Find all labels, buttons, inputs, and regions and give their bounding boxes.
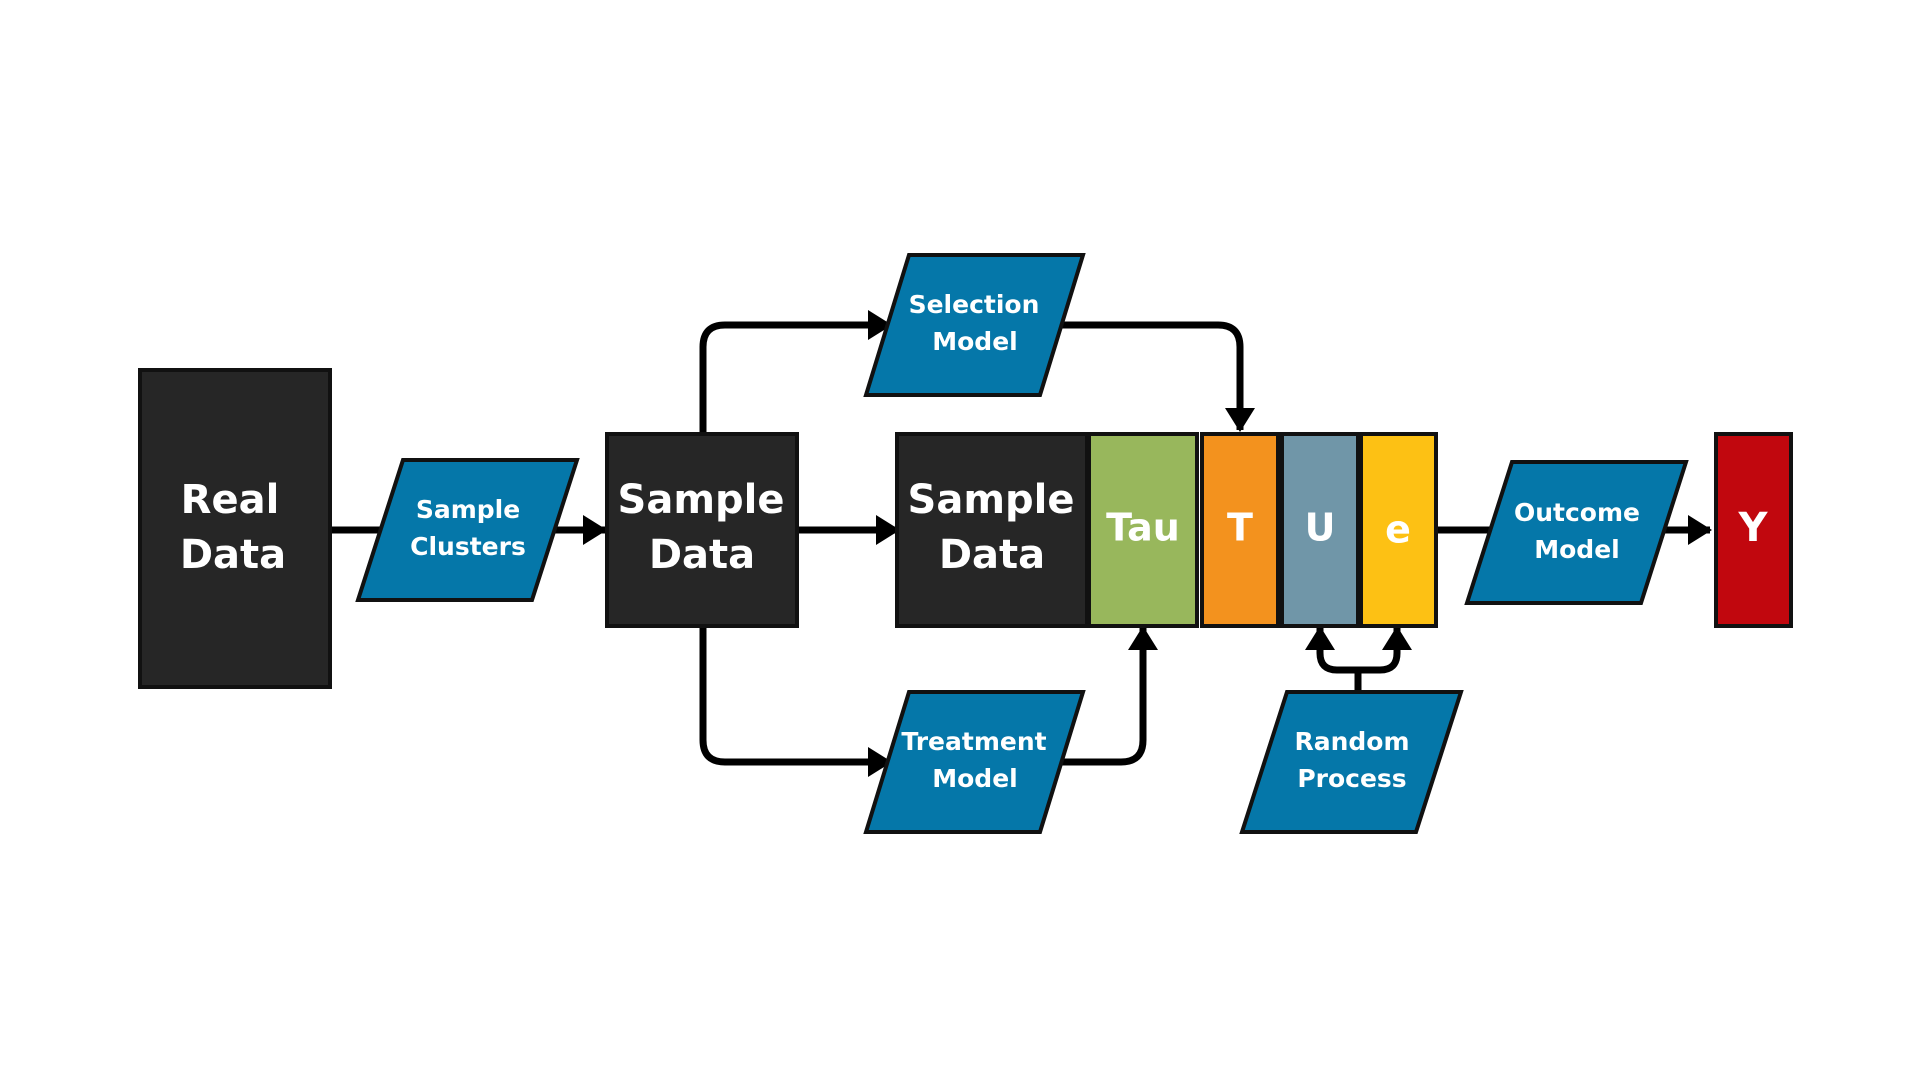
random-process: Random Process: [1239, 690, 1464, 834]
sample-data-2-rect: [895, 432, 1089, 628]
random-process-line1: Random: [1294, 727, 1409, 756]
sample-clusters-line1: Sample: [416, 495, 520, 524]
sample-clusters-process: Sample Clusters: [355, 458, 580, 602]
edge-random-to-u: [1305, 626, 1358, 674]
edge-sample-to-selection: [699, 310, 892, 432]
t-segment: T: [1200, 432, 1280, 628]
outcome-model-process: Outcome Model: [1464, 460, 1689, 605]
y-rect: [1714, 432, 1793, 628]
sample-clusters-line2: Clusters: [410, 532, 526, 561]
edge-selection-to-t: [1055, 321, 1255, 432]
outcome-model-line2: Model: [1534, 535, 1619, 564]
edge-random-to-e: [1358, 626, 1412, 674]
sample-data-1-line1: Sample: [618, 477, 785, 523]
y-box: Y: [1714, 432, 1793, 628]
treatment-model-line2: Model: [932, 764, 1017, 793]
tau-label: Tau: [1106, 506, 1180, 550]
tau-rect: [1087, 432, 1199, 628]
e-label: e: [1385, 508, 1411, 552]
t-label: T: [1227, 506, 1253, 550]
outcome-model-shape: [1464, 460, 1689, 605]
u-rect: [1280, 432, 1360, 628]
sample-data-1-line2: Data: [649, 532, 755, 578]
tau-segment: Tau: [1087, 432, 1199, 628]
treatment-model-shape: [863, 690, 1086, 834]
real-data-rect: [138, 368, 332, 689]
y-label: Y: [1738, 505, 1769, 551]
random-process-line2: Process: [1297, 764, 1406, 793]
edge-treatment-to-tau: [1055, 626, 1158, 766]
real-data-box: Real Data: [138, 368, 332, 689]
selection-model-line1: Selection: [909, 290, 1040, 319]
treatment-model-process: Treatment Model: [863, 690, 1086, 834]
u-segment: U: [1280, 432, 1360, 628]
sample-data-2-line1: Sample: [908, 477, 1075, 523]
sample-data-box-2: Sample Data: [895, 432, 1089, 628]
random-process-shape: [1239, 690, 1464, 834]
selection-model-line2: Model: [932, 327, 1017, 356]
e-segment: e: [1359, 432, 1438, 628]
outcome-model-line1: Outcome: [1514, 498, 1640, 527]
edge-sample-to-treatment: [699, 627, 892, 777]
sample-clusters-shape: [355, 458, 580, 602]
treatment-model-line1: Treatment: [901, 727, 1046, 756]
sample-data-1-rect: [605, 432, 799, 628]
t-rect: [1200, 432, 1280, 628]
e-rect: [1359, 432, 1438, 628]
sample-data-box-1: Sample Data: [605, 432, 799, 628]
u-label: U: [1305, 506, 1336, 550]
real-data-line2: Data: [180, 532, 286, 578]
selection-model-process: Selection Model: [863, 253, 1086, 397]
sample-data-2-line2: Data: [939, 532, 1045, 578]
connectors: [330, 310, 1712, 777]
real-data-line1: Real: [181, 477, 280, 523]
selection-model-shape: [863, 253, 1086, 397]
